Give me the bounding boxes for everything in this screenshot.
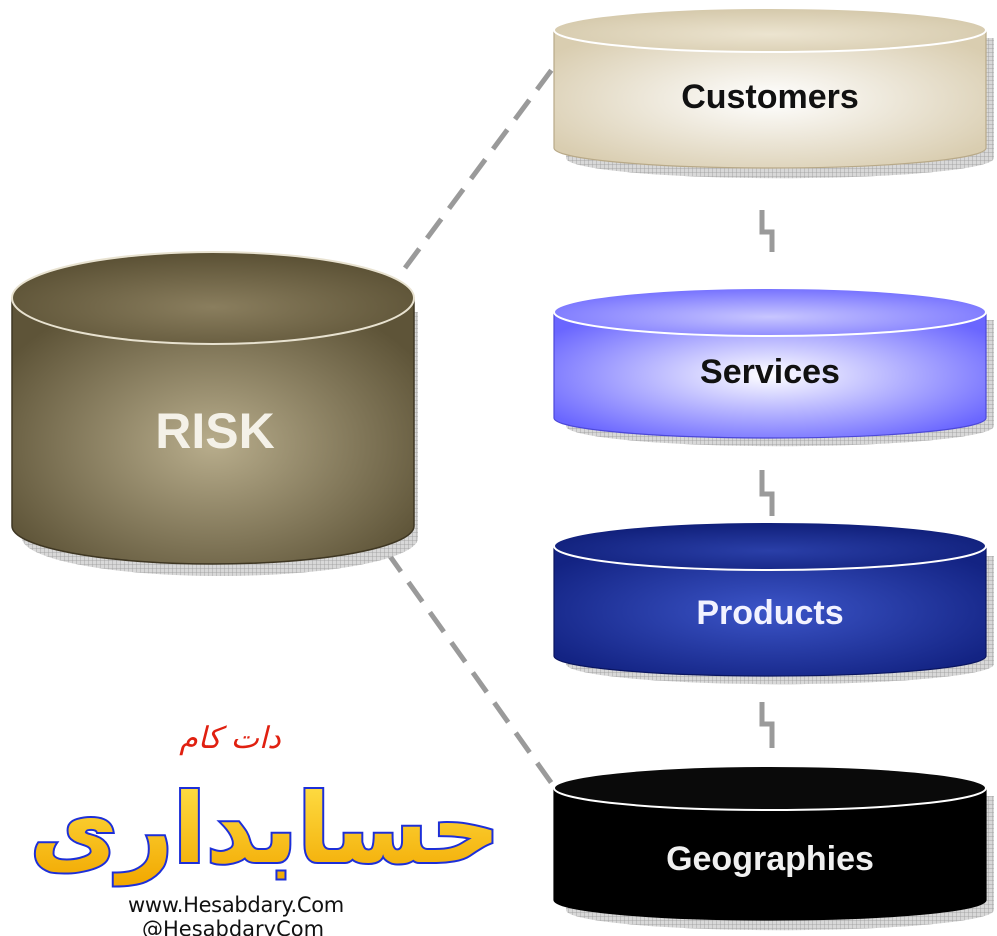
products-cylinder: Products — [553, 521, 994, 685]
link-services-products — [759, 470, 775, 516]
link-customers-services — [759, 210, 775, 252]
logo-handle: @HesabdaryCom — [142, 918, 325, 936]
logo-url: www.Hesabdary.Com — [128, 893, 344, 917]
risk-label: RISK — [155, 403, 274, 459]
services-label: Services — [700, 353, 840, 391]
services-cylinder: Services — [553, 287, 994, 447]
risk-cylinder: RISK — [11, 251, 418, 576]
hesabdary-logo: دات کام حسابداری — [28, 721, 503, 887]
logo-arabic-main: حسابداری — [30, 773, 501, 885]
customers-label: Customers — [681, 78, 859, 116]
link-products-geographies — [759, 702, 775, 748]
geographies-label: Geographies — [666, 840, 874, 878]
geographies-cylinder: Geographies — [553, 765, 994, 931]
customers-cylinder: Customers — [553, 7, 994, 179]
products-label: Products — [696, 594, 843, 632]
connector-risk-geographies — [384, 550, 558, 790]
connector-risk-customers — [402, 66, 556, 270]
logo-arabic-small: دات کام — [179, 721, 281, 756]
